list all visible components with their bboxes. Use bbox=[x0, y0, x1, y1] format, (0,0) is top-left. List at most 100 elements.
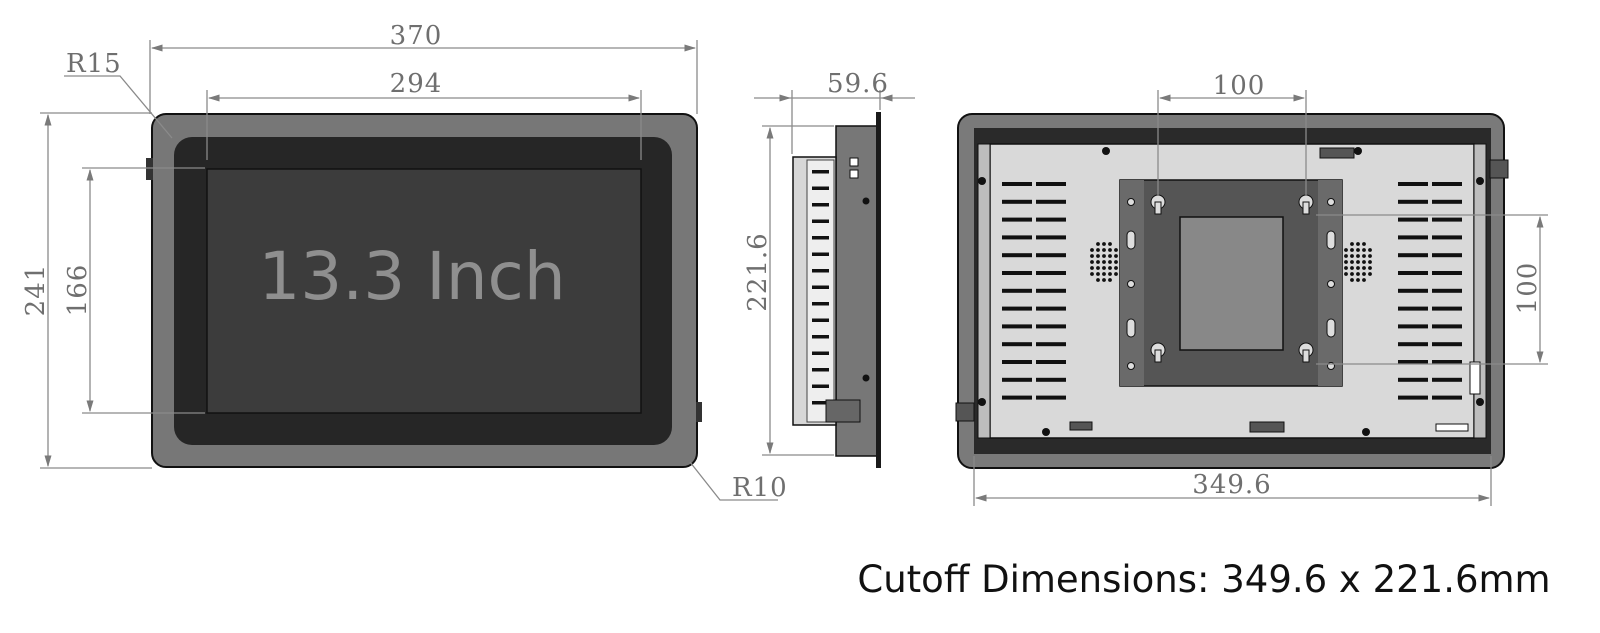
grille-hole bbox=[1102, 272, 1106, 276]
vent-slot bbox=[812, 203, 829, 207]
grille-hole bbox=[1356, 266, 1360, 270]
vent-slot bbox=[1002, 271, 1032, 275]
vent-slot bbox=[812, 186, 829, 190]
vent-slot bbox=[1002, 182, 1032, 186]
vent-slot bbox=[1002, 324, 1032, 329]
grille-hole bbox=[1108, 260, 1112, 264]
vent-slot bbox=[1002, 360, 1032, 364]
grille-hole bbox=[1356, 278, 1360, 282]
grille-hole bbox=[1108, 242, 1112, 246]
vent-slot bbox=[812, 401, 829, 405]
side-view: 59.6 221.6 bbox=[743, 69, 915, 468]
vent-slot bbox=[1398, 306, 1428, 311]
grille-hole bbox=[1096, 242, 1100, 246]
grille-hole bbox=[1350, 266, 1354, 270]
vent-slot bbox=[1002, 288, 1032, 293]
vent-slot bbox=[1432, 306, 1462, 311]
grille-hole bbox=[1108, 254, 1112, 258]
grille-hole bbox=[1350, 248, 1354, 252]
grille-hole bbox=[1350, 254, 1354, 258]
front-view: 13.3 Inch 370 294 R15 R10 241 166 bbox=[21, 21, 787, 503]
front-display-area bbox=[206, 168, 642, 414]
grille-hole bbox=[1350, 242, 1354, 246]
grille-hole bbox=[1368, 254, 1372, 258]
grille-hole bbox=[1102, 266, 1106, 270]
rear-view: 100 100 349.6 bbox=[955, 71, 1548, 506]
grille-hole bbox=[1108, 266, 1112, 270]
vent-slot bbox=[1398, 253, 1428, 258]
vent-slot bbox=[1036, 342, 1066, 347]
vent-slot bbox=[1432, 235, 1462, 240]
vent-slot bbox=[812, 170, 829, 174]
front-side-button-right bbox=[696, 402, 702, 422]
vent-slot bbox=[812, 302, 829, 306]
grille-hole bbox=[1356, 260, 1360, 264]
grille-hole bbox=[1356, 242, 1360, 246]
grille-hole bbox=[1096, 254, 1100, 258]
vent-slot bbox=[1398, 288, 1428, 293]
grille-hole bbox=[1114, 254, 1118, 258]
side-front-glass bbox=[876, 112, 881, 468]
dim-display-height: 166 bbox=[63, 264, 93, 317]
dim-body-height: 221.6 bbox=[743, 232, 773, 311]
screen-size-label: 13.3 Inch bbox=[258, 238, 565, 315]
grille-hole bbox=[1344, 266, 1348, 270]
grille-hole bbox=[1102, 278, 1106, 282]
grille-hole bbox=[1090, 272, 1094, 276]
grille-hole bbox=[1096, 260, 1100, 264]
vent-slot bbox=[1002, 377, 1032, 382]
grille-hole bbox=[1108, 248, 1112, 252]
grille-hole bbox=[1102, 260, 1106, 264]
grille-hole bbox=[1344, 254, 1348, 258]
grille-hole bbox=[1362, 260, 1366, 264]
grille-hole bbox=[1114, 266, 1118, 270]
grille-hole bbox=[1368, 248, 1372, 252]
grille-hole bbox=[1090, 248, 1094, 252]
dim-vesa-horizontal: 100 bbox=[1213, 71, 1266, 101]
grille-hole bbox=[1090, 266, 1094, 270]
vent-slot bbox=[1036, 395, 1066, 400]
vent-slot bbox=[1432, 324, 1462, 329]
grille-hole bbox=[1350, 272, 1354, 276]
vent-slot bbox=[1398, 271, 1428, 275]
vent-slot bbox=[1036, 271, 1066, 275]
vent-slot bbox=[1036, 182, 1066, 186]
grille-hole bbox=[1362, 266, 1366, 270]
vent-slot bbox=[812, 384, 829, 388]
vent-slot bbox=[812, 285, 829, 289]
rear-speaker-grilles bbox=[1090, 242, 1372, 282]
grille-hole bbox=[1090, 260, 1094, 264]
dim-display-width: 294 bbox=[390, 69, 443, 99]
vent-slot bbox=[1432, 288, 1462, 293]
vent-slot bbox=[812, 351, 829, 355]
vent-slot bbox=[812, 335, 829, 339]
dim-depth: 59.6 bbox=[827, 69, 889, 99]
vent-slot bbox=[1036, 199, 1066, 204]
rear-vent-slots bbox=[1002, 182, 1462, 400]
grille-hole bbox=[1350, 278, 1354, 282]
vent-slot bbox=[1002, 306, 1032, 311]
vent-slot bbox=[1036, 253, 1066, 258]
side-connector bbox=[825, 399, 861, 423]
vent-slot bbox=[1432, 199, 1462, 204]
grille-hole bbox=[1344, 260, 1348, 264]
grille-hole bbox=[1102, 254, 1106, 258]
vent-slot bbox=[812, 368, 829, 372]
grille-hole bbox=[1108, 272, 1112, 276]
grille-hole bbox=[1096, 272, 1100, 276]
vent-slot bbox=[1002, 395, 1032, 400]
vent-slot bbox=[1398, 342, 1428, 347]
vent-slot bbox=[1002, 217, 1032, 222]
vent-slot bbox=[1432, 271, 1462, 275]
dim-vesa-vertical: 100 bbox=[1513, 262, 1543, 315]
vent-slot bbox=[1398, 377, 1428, 382]
grille-hole bbox=[1096, 278, 1100, 282]
vent-slot bbox=[1002, 235, 1032, 240]
grille-hole bbox=[1362, 278, 1366, 282]
vent-slot bbox=[1002, 342, 1032, 347]
grille-hole bbox=[1114, 260, 1118, 264]
vent-slot bbox=[1398, 324, 1428, 329]
vent-slot bbox=[1398, 199, 1428, 204]
vent-slot bbox=[1432, 182, 1462, 186]
